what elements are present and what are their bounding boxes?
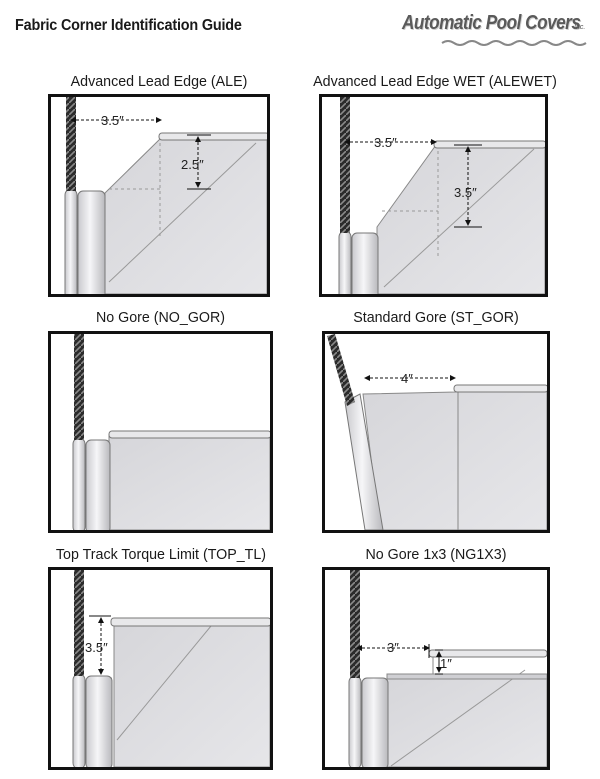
caption-ng1x3: No Gore 1x3 (NG1X3) [365, 546, 507, 563]
dim-ng1x3-vertical: 1″ [440, 656, 452, 671]
dim-ale-horizontal: 3.5″ [101, 113, 124, 128]
page-title: Fabric Corner Identification Guide [15, 17, 242, 34]
logo-wave-icon [441, 40, 587, 46]
diagram-top-tl: 3.5″ [48, 567, 273, 770]
logo-suffix: Inc. [574, 24, 586, 31]
caption-top-tl: Top Track Torque Limit (TOP_TL) [55, 546, 267, 563]
diagram-alewet: 3.5″ 3.5″ [319, 94, 548, 297]
diagram-no-gor [48, 331, 273, 533]
dim-st-gor-horizontal: 4″ [401, 371, 413, 386]
dim-top-tl-vertical: 3.5″ [85, 640, 108, 655]
caption-st-gor: Standard Gore (ST_GOR) [353, 309, 519, 326]
dim-alewet-vertical: 3.5″ [454, 185, 477, 200]
diagram-ale: 3.5″ 2.5″ [48, 94, 270, 297]
logo-name: Automatic Pool Covers [402, 12, 581, 34]
dim-ng1x3-horizontal: 3″ [387, 640, 399, 655]
dim-alewet-horizontal: 3.5″ [374, 135, 397, 150]
brand-logo: Automatic Pool Covers Inc. [402, 12, 590, 52]
caption-ale: Advanced Lead Edge (ALE) [70, 73, 248, 90]
caption-alewet: Advanced Lead Edge WET (ALEWET) [313, 73, 557, 90]
diagram-ng1x3: 3″ 1″ [322, 567, 550, 770]
caption-no-gor: No Gore (NO_GOR) [95, 309, 226, 326]
diagram-st-gor: 4″ [322, 331, 550, 533]
dim-ale-vertical: 2.5″ [181, 157, 204, 172]
